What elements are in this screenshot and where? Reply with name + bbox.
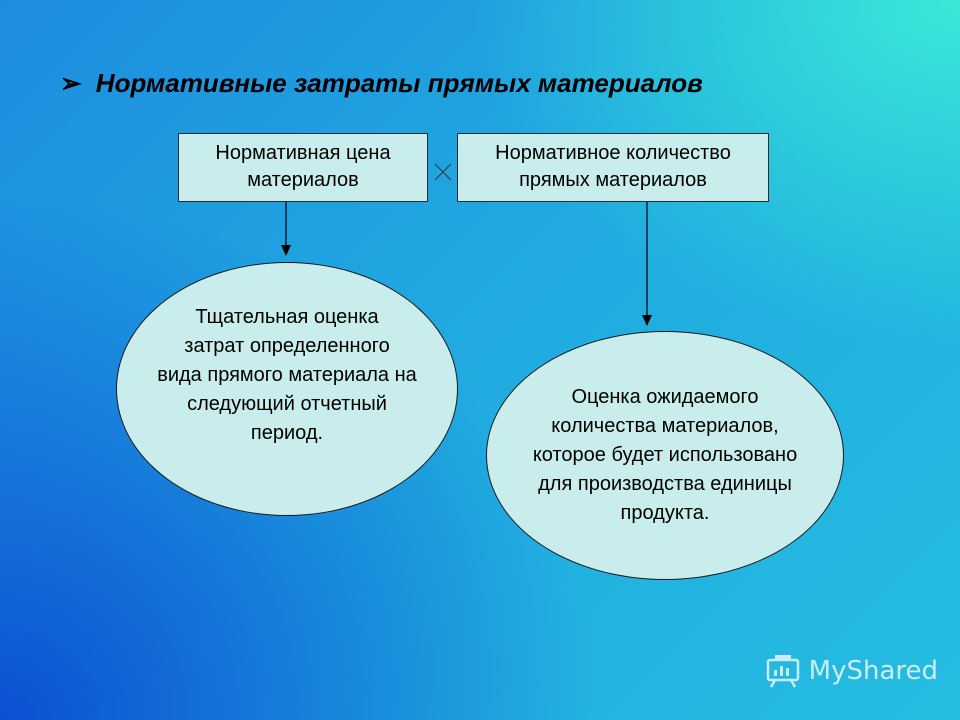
price-description-ellipse: Тщательная оценка затрат определенного в… <box>116 262 458 516</box>
presentation-board-icon <box>766 655 799 688</box>
quantity-description-text: Оценка ожидаемого количества материалов,… <box>532 386 798 524</box>
standard-price-box: Нормативная цена материалов <box>178 133 428 202</box>
multiply-icon <box>434 163 452 181</box>
arrow-right <box>642 202 652 326</box>
slide-title: ➢ Нормативные затраты прямых материалов <box>60 68 703 99</box>
arrow-bullet-icon: ➢ <box>60 68 82 98</box>
quantity-description-ellipse: Оценка ожидаемого количества материалов,… <box>486 331 844 580</box>
arrow-left <box>281 202 291 256</box>
price-description-text: Тщательная оценка затрат определенного в… <box>157 305 417 444</box>
watermark: MyShared <box>765 654 938 688</box>
standard-quantity-box: Нормативное количество прямых материалов <box>457 133 769 202</box>
watermark-text: MyShared <box>808 656 938 686</box>
title-text: Нормативные затраты прямых материалов <box>95 68 703 98</box>
